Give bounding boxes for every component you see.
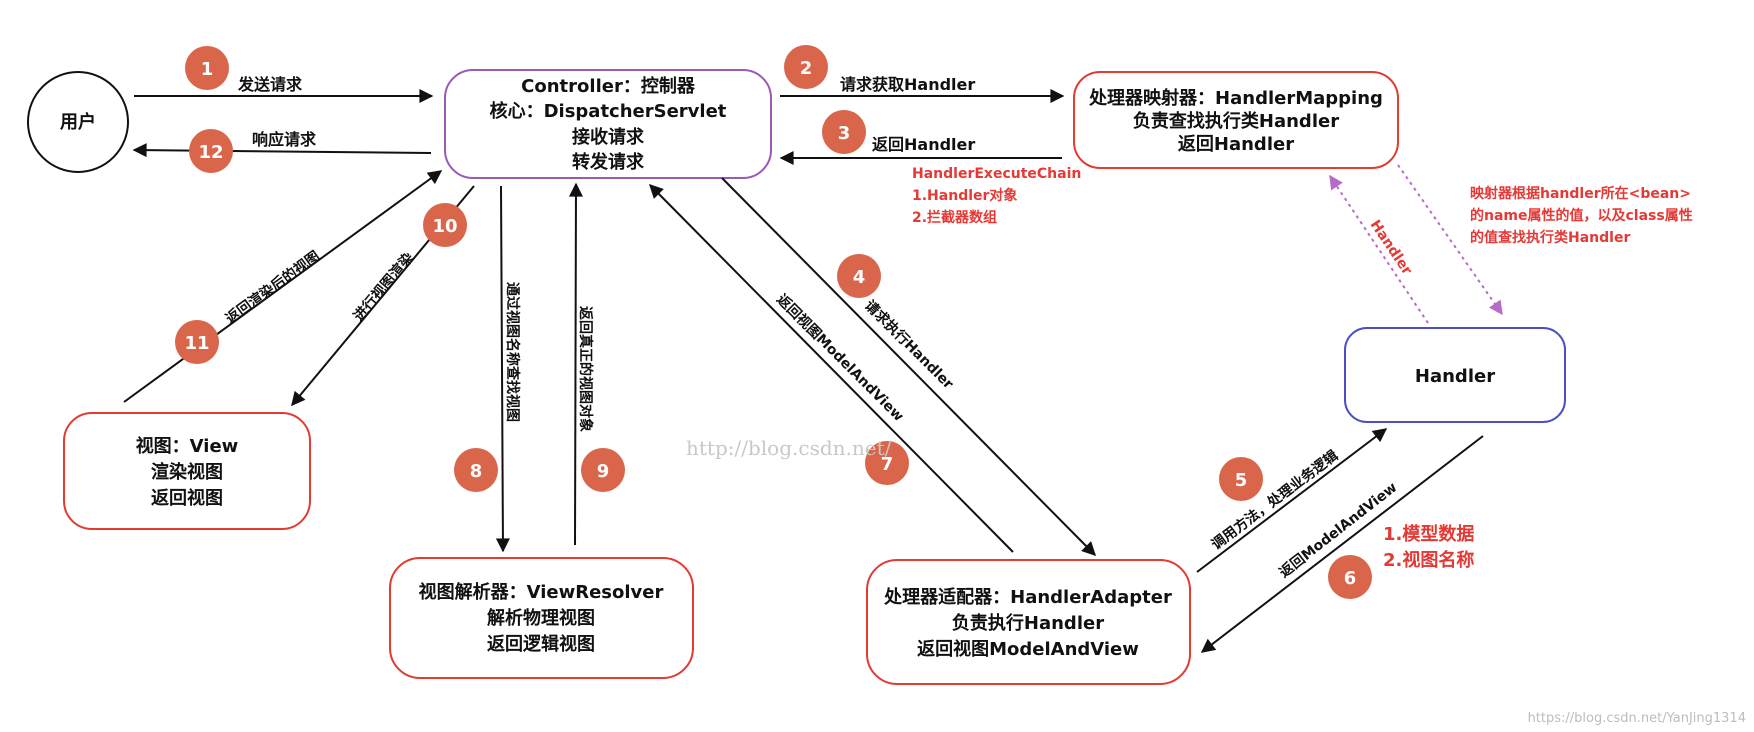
badge-3: 3 bbox=[822, 110, 866, 154]
svg-text:1: 1 bbox=[201, 59, 214, 80]
handler-adapter-line-3: 返回视图ModelAndView bbox=[917, 638, 1139, 660]
execute-chain-note: HandlerExecuteChain 1.Handler对象 2.拦截器数组 bbox=[912, 166, 1081, 226]
handler-adapter-line-2: 负责执行Handler bbox=[952, 612, 1104, 634]
svg-text:3: 3 bbox=[838, 123, 851, 144]
execute-chain-line-3: 2.拦截器数组 bbox=[912, 209, 997, 226]
arrow-7-return-modelandview bbox=[649, 184, 1014, 553]
execute-chain-line-2: 1.Handler对象 bbox=[912, 187, 1017, 204]
arrow-9-return-view bbox=[568, 182, 583, 546]
arrow-4-execute-handler bbox=[721, 177, 1096, 556]
view-line-3: 返回视图 bbox=[151, 487, 223, 509]
controller-box bbox=[444, 69, 772, 179]
mapping-note-line-3: 的值查找执行类Handler bbox=[1470, 229, 1630, 246]
handler-adapter-line-1: 处理器适配器：HandlerAdapter bbox=[883, 586, 1172, 608]
badge-1: 1 bbox=[185, 46, 229, 90]
arrow-11-return-rendered bbox=[123, 170, 443, 403]
arrow-handler-to-mapping bbox=[1329, 174, 1429, 324]
badge-2: 2 bbox=[784, 45, 828, 89]
svg-text:7: 7 bbox=[881, 454, 894, 475]
controller-line-1: Controller：控制器 bbox=[521, 75, 696, 97]
svg-text:4: 4 bbox=[853, 267, 866, 288]
view-resolver-line-1: 视图解析器：ViewResolver bbox=[419, 581, 664, 603]
view-resolver-box bbox=[389, 557, 694, 679]
watermark-corner: https://blog.csdn.net/YanJing1314 bbox=[1528, 711, 1746, 726]
view-line-1: 视图：View bbox=[136, 435, 239, 457]
view-box bbox=[63, 412, 311, 530]
execute-chain-line-1: HandlerExecuteChain bbox=[912, 166, 1081, 182]
badge-10: 10 bbox=[423, 203, 467, 247]
label-12: 响应请求 bbox=[252, 130, 317, 149]
label-9: 返回真正的视图对象 bbox=[577, 306, 594, 432]
arrow-8-find-view bbox=[495, 185, 510, 553]
arrow-6-return-modelandview bbox=[1200, 435, 1484, 653]
mapping-note: 映射器根据handler所在<bean> 的name属性的值，以及class属性… bbox=[1470, 185, 1693, 246]
view-resolver-node: 视图解析器：ViewResolver 解析物理视图 返回逻辑视图 bbox=[389, 557, 694, 679]
badge-4: 4 bbox=[837, 254, 881, 298]
handler-mapping-box bbox=[1073, 71, 1399, 169]
handler-mapping-node: 处理器映射器：HandlerMapping 负责查找执行类Handler 返回H… bbox=[1073, 71, 1399, 169]
label-4: 请求执行Handler bbox=[861, 297, 957, 393]
view-line-2: 渲染视图 bbox=[151, 461, 223, 483]
badge-5: 5 bbox=[1219, 457, 1263, 501]
controller-node: Controller：控制器 核心：DispatcherServlet 接收请求… bbox=[444, 69, 772, 179]
svg-text:9: 9 bbox=[597, 461, 610, 482]
user-circle bbox=[27, 71, 129, 173]
mapping-note-line-2: 的name属性的值，以及class属性 bbox=[1470, 207, 1693, 224]
label-10: 进行视图渲染 bbox=[350, 249, 418, 325]
label-11: 返回渲染后的视图 bbox=[222, 248, 323, 328]
user-node: 用户 bbox=[27, 71, 129, 173]
controller-line-4: 转发请求 bbox=[572, 151, 645, 173]
view-resolver-line-2: 解析物理视图 bbox=[487, 607, 595, 629]
controller-line-3: 接收请求 bbox=[572, 126, 645, 148]
arrow-5-call-method bbox=[1196, 428, 1388, 573]
handler-adapter-box bbox=[866, 559, 1191, 685]
label-8: 通过视图名称查找视图 bbox=[504, 282, 521, 422]
svg-text:6: 6 bbox=[1344, 568, 1357, 589]
svg-text:11: 11 bbox=[184, 333, 209, 354]
mapping-note-line-1: 映射器根据handler所在<bean> bbox=[1470, 185, 1691, 202]
svg-text:12: 12 bbox=[198, 142, 223, 163]
model-data-line-1: 1.模型数据 bbox=[1383, 523, 1474, 545]
user-label: 用户 bbox=[60, 111, 96, 133]
svg-text:8: 8 bbox=[470, 461, 483, 482]
view-node: 视图：View 渲染视图 返回视图 bbox=[63, 412, 311, 530]
svg-text:10: 10 bbox=[432, 216, 457, 237]
arrow-mapping-to-handler bbox=[1397, 164, 1503, 316]
svg-text:5: 5 bbox=[1235, 470, 1248, 491]
view-resolver-line-3: 返回逻辑视图 bbox=[487, 633, 595, 655]
handler-adapter-node: 处理器适配器：HandlerAdapter 负责执行Handler 返回视图Mo… bbox=[866, 559, 1191, 685]
handler-mapping-line-3: 返回Handler bbox=[1178, 134, 1294, 155]
badge-11: 11 bbox=[175, 320, 219, 364]
handler-label: Handler bbox=[1415, 366, 1495, 387]
model-data-note: 1.模型数据 2.视图名称 bbox=[1383, 523, 1474, 571]
handler-node: Handler bbox=[1344, 327, 1566, 423]
label-1: 发送请求 bbox=[237, 75, 303, 94]
controller-line-2: 核心：DispatcherServlet bbox=[490, 100, 727, 122]
watermark-center: http://blog.csdn.net/ bbox=[686, 436, 892, 460]
label-2: 请求获取Handler bbox=[840, 75, 975, 94]
badge-9: 9 bbox=[581, 448, 625, 492]
badge-7: 7 bbox=[865, 441, 909, 485]
handler-box bbox=[1344, 327, 1566, 423]
handler-mapping-line-1: 处理器映射器：HandlerMapping bbox=[1088, 87, 1383, 109]
badge-8: 8 bbox=[454, 448, 498, 492]
model-data-line-2: 2.视图名称 bbox=[1383, 549, 1474, 571]
label-3: 返回Handler bbox=[872, 135, 975, 154]
badge-6: 6 bbox=[1328, 555, 1372, 599]
badge-12: 12 bbox=[189, 129, 233, 173]
arrow-12-respond bbox=[132, 143, 432, 158]
handler-mapping-line-2: 负责查找执行类Handler bbox=[1133, 110, 1339, 132]
svg-text:2: 2 bbox=[800, 58, 813, 79]
